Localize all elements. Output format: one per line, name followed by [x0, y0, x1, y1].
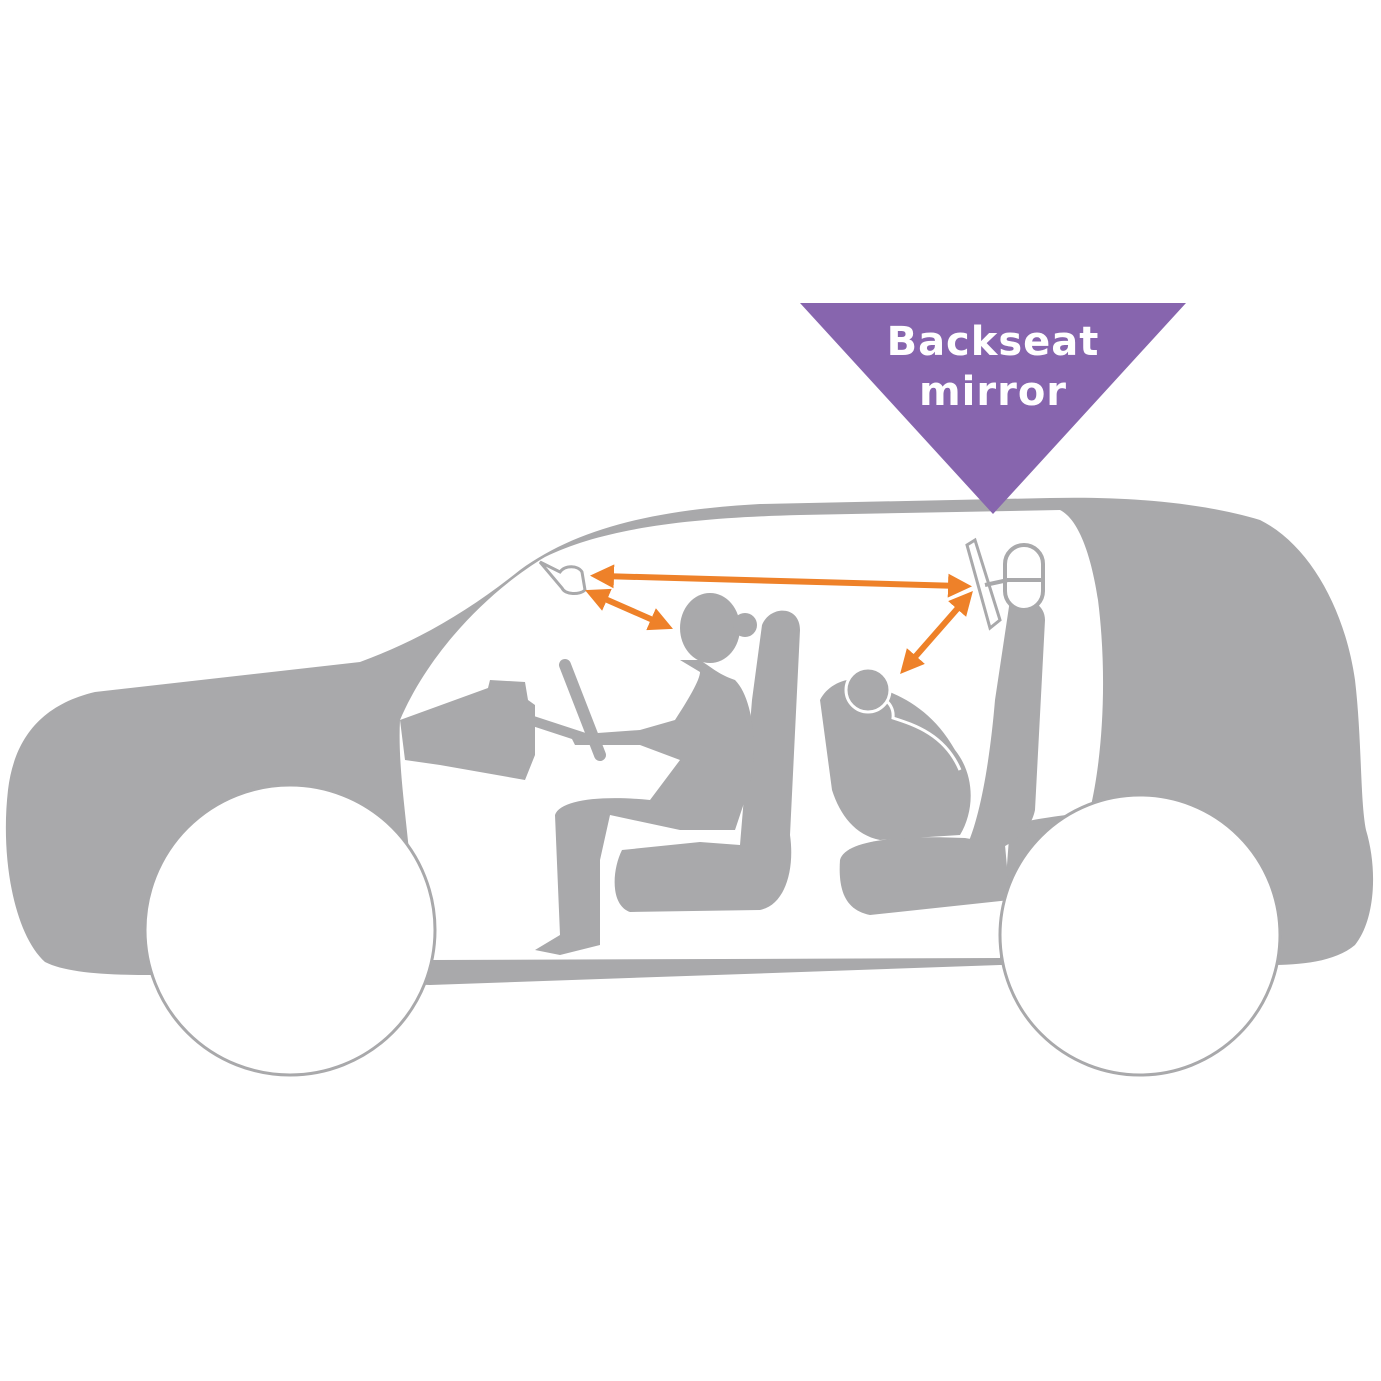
callout-line2: mirror — [919, 369, 1067, 415]
dashboard — [400, 680, 535, 780]
baby-carseat — [820, 679, 971, 840]
arrow-rearview-to-backseat-mirror — [590, 564, 972, 598]
rear-wheel — [998, 793, 1282, 1077]
backseat-mirror-icon — [965, 537, 1045, 631]
rear-seat-base — [839, 837, 1010, 915]
arrow-rearview-to-driver — [585, 588, 673, 631]
driver-silhouette — [535, 593, 757, 955]
rearview-mirror-icon — [538, 560, 587, 595]
front-wheel — [143, 783, 437, 1077]
callout-line1: Backseat — [887, 319, 1100, 365]
callout-triangle — [800, 303, 1186, 514]
baby-head — [844, 666, 892, 714]
arrow-backseat-mirror-to-baby — [900, 590, 973, 675]
rear-seat — [965, 598, 1045, 855]
driver-seat — [614, 610, 800, 912]
